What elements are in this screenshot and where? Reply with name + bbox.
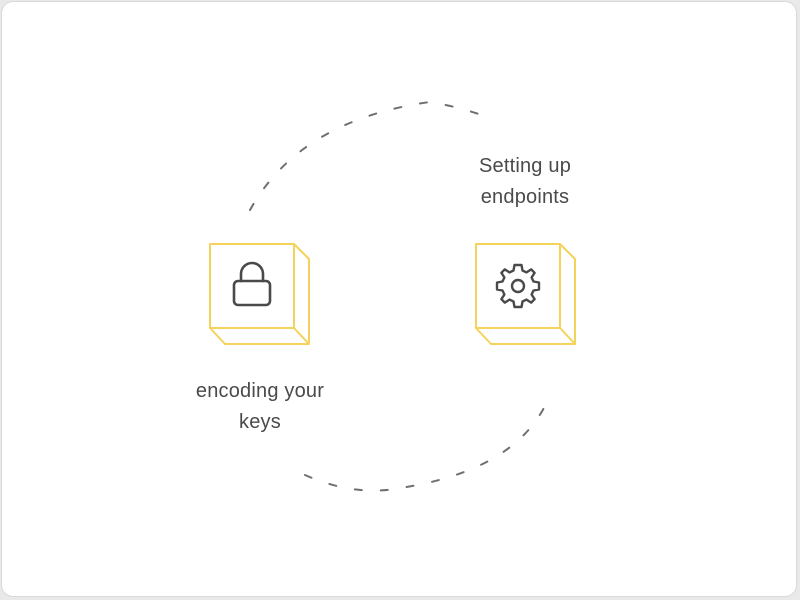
gear-icon [495, 263, 541, 309]
cube-front-face [475, 243, 561, 329]
cube-side-face [559, 243, 576, 345]
endpoints-step-caption: Setting up endpoints [440, 151, 610, 213]
cube-front-face [209, 243, 295, 329]
cube-side-face [293, 243, 310, 345]
caption-line: keys [239, 411, 281, 433]
cube-bottom-face [475, 327, 575, 345]
endpoints-step-cube [474, 242, 578, 348]
caption-line: Setting up [478, 155, 572, 177]
encoding-step-caption: encoding your keys [170, 376, 350, 438]
caption-line: encoding your [195, 380, 325, 402]
caption-line: endpoints [480, 186, 570, 208]
lock-icon [232, 261, 272, 307]
encoding-step-cube [208, 242, 312, 348]
cube-bottom-face [209, 327, 309, 345]
